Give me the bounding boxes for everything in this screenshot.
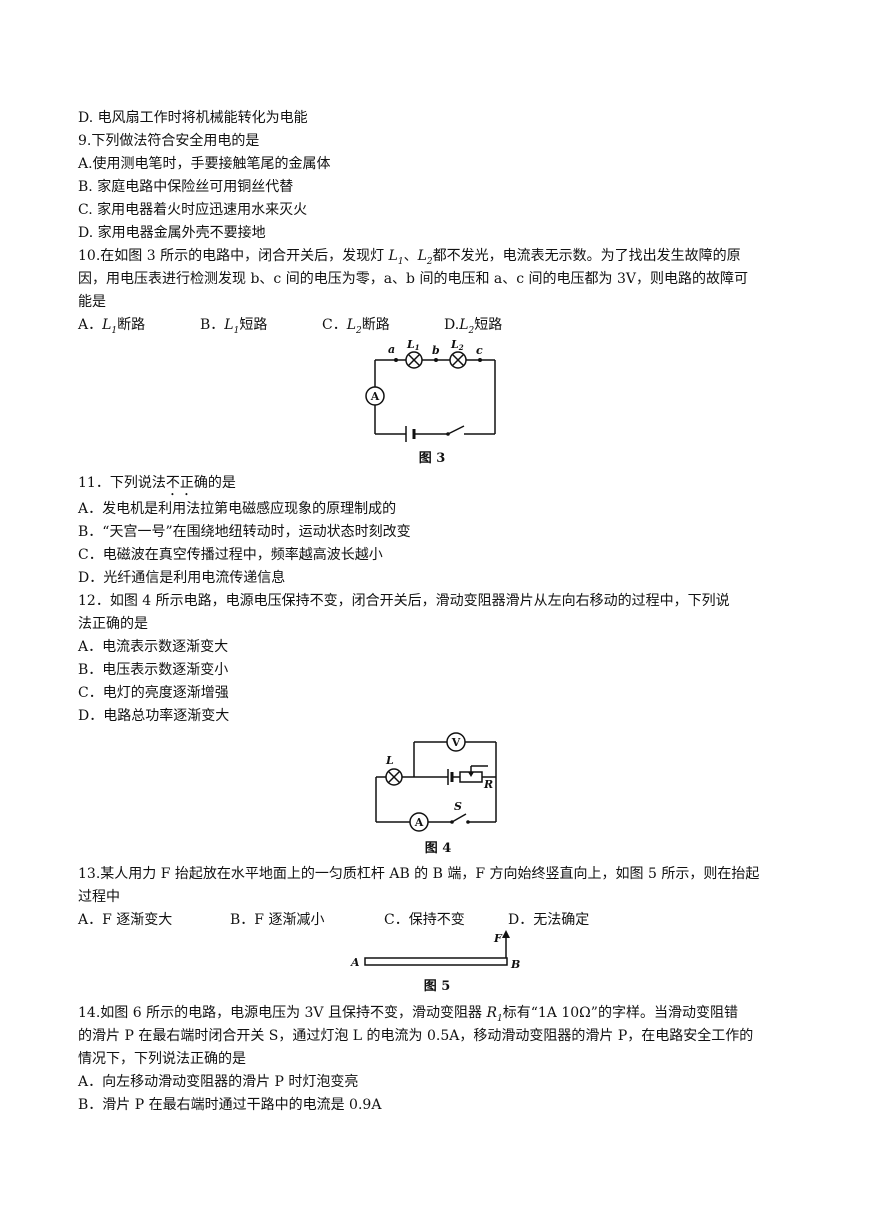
q10-option-c: C．L2断路	[322, 317, 390, 336]
q11-option-a: A．发电机是利用法拉第电磁感应现象的原理制成的	[78, 501, 397, 517]
q11-option-b: B．“天宫一号”在围绕地纽转动时，运动状态时刻改变	[78, 524, 411, 540]
emphasis-not-correct: 不正	[165, 475, 194, 491]
q11-stem: 11．下列说法不正确的是	[78, 475, 236, 491]
label-a: a	[388, 343, 395, 356]
circuit-diagram-4: L R S V A 图 4	[375, 732, 497, 856]
q10-stem-part2: 都不发光，电流表无示数。为了找出发生故障的原	[432, 248, 741, 264]
switch-s	[451, 813, 467, 823]
q10-option-a: A．L1断路	[78, 317, 146, 336]
voltmeter	[446, 732, 466, 752]
q13-options: A．F 逐渐变大 B．F 逐渐减小 C．保持不变 D．无法确定	[78, 910, 638, 930]
q14-option-b: B．滑片 P 在最右端时通过干路中的电流是 0.9A	[78, 1097, 382, 1113]
voltmeter-label: V	[451, 736, 461, 749]
q9-option-d: D. 家用电器金属外壳不要接地	[78, 225, 266, 241]
q14-stem-line1: 14.如图 6 所示的电路，电源电压为 3V 且保持不变，滑动变阻器 R1标有“…	[78, 1005, 738, 1024]
lamp-l1	[405, 351, 423, 369]
q14-option-a: A．向左移动滑动变阻器的滑片 P 时灯泡变亮	[78, 1074, 359, 1090]
q12-stem-line2: 法正确的是	[78, 616, 148, 632]
q8-option-d: D. 电风扇工作时将机械能转化为电能	[78, 110, 308, 126]
q9-option-b: B. 家庭电路中保险丝可用铜丝代替	[78, 179, 294, 195]
label-c: c	[476, 344, 483, 357]
lever-ab	[364, 957, 508, 966]
label-a: A	[350, 956, 360, 969]
q11-option-d: D．光纤通信是利用电流传递信息	[78, 570, 286, 586]
q13-option-c: C．保持不变	[384, 912, 465, 928]
label-r: R	[483, 778, 493, 791]
label-l2: L2	[450, 338, 464, 352]
q10-options: A．L1断路 B．L1短路 C．L2断路 D.L2短路	[78, 315, 578, 336]
figure-3-caption: 图 3	[419, 451, 446, 466]
symbol-l2: L2	[417, 248, 433, 267]
ammeter-label: A	[370, 390, 380, 403]
q10-stem-line2: 因，用电压表进行检测发现 b、c 间的电压为零，a、b 间的电压和 a、c 间的…	[78, 271, 749, 287]
q12-option-c: C．电灯的亮度逐渐增强	[78, 685, 229, 701]
q14-stem-line2: 的滑片 P 在最右端时闭合开关 S，通过灯泡 L 的电流为 0.5A，移动滑动变…	[78, 1028, 754, 1044]
switch	[446, 432, 450, 436]
figure-4-caption: 图 4	[425, 841, 452, 856]
q13-stem-line2: 过程中	[78, 889, 120, 905]
q12-stem-line1: 12．如图 4 所示电路，电源电压保持不变，闭合开关后，滑动变阻器滑片从左向右移…	[78, 593, 730, 609]
q10-stem-part1: 10.在如图 3 所示的电路中，闭合开关后，发现灯	[78, 248, 389, 264]
q9-option-a: A.使用测电笔时，手要接触笔尾的金属体	[78, 156, 331, 172]
q12-option-b: B．电压表示数逐渐变小	[78, 662, 229, 678]
q13-stem-line1: 13.某人用力 F 抬起放在水平地面上的一匀质杠杆 AB 的 B 端，F 方向始…	[78, 866, 760, 882]
ammeter	[365, 386, 385, 406]
symbol-l1: L1	[388, 248, 404, 267]
q13-option-b: B．F 逐渐减小	[230, 912, 325, 928]
q12-option-a: A．电流表示数逐渐变大	[78, 639, 229, 655]
circuit-diagram-3: a b c L1 L2 A 图 3	[365, 338, 496, 466]
q10-stem-line1: 10.在如图 3 所示的电路中，闭合开关后，发现灯 L1、L2都不发光，电流表无…	[78, 248, 741, 267]
q9-option-c: C. 家用电器着火时应迅速用水来灭火	[78, 202, 308, 218]
label-b: B	[510, 958, 520, 971]
q13-option-d: D．无法确定	[508, 912, 590, 928]
q10-option-b: B．L1短路	[200, 317, 268, 336]
q13-option-a: A．F 逐渐变大	[78, 912, 173, 928]
ammeter-label: A	[414, 816, 424, 829]
q9-stem: 9.下列做法符合安全用电的是	[78, 133, 260, 149]
label-l: L	[385, 754, 394, 767]
figure-5-caption: 图 5	[424, 979, 451, 994]
q12-option-d: D．电路总功率逐渐变大	[78, 708, 230, 724]
label-s: S	[454, 800, 462, 813]
label-b: b	[432, 344, 440, 357]
figure-3: a b c L1 L2 A 图 3	[360, 336, 505, 468]
label-l1: L1	[406, 338, 420, 352]
lamp-l2	[449, 351, 467, 369]
q11-option-c: C．电磁波在真空传播过程中，频率越高波长越小	[78, 547, 383, 563]
label-f: F	[493, 932, 503, 945]
figure-5: A B F 图 5	[345, 928, 525, 1000]
lamp-l	[385, 768, 403, 786]
figure-4: L R S V A 图 4	[366, 728, 506, 858]
q14-stem-line3: 情况下，下列说法正确的是	[78, 1051, 246, 1067]
q10-stem-line3: 能是	[78, 294, 106, 310]
lever-diagram-5: A B F 图 5	[350, 930, 520, 994]
q10-option-d: D.L2短路	[444, 317, 503, 336]
